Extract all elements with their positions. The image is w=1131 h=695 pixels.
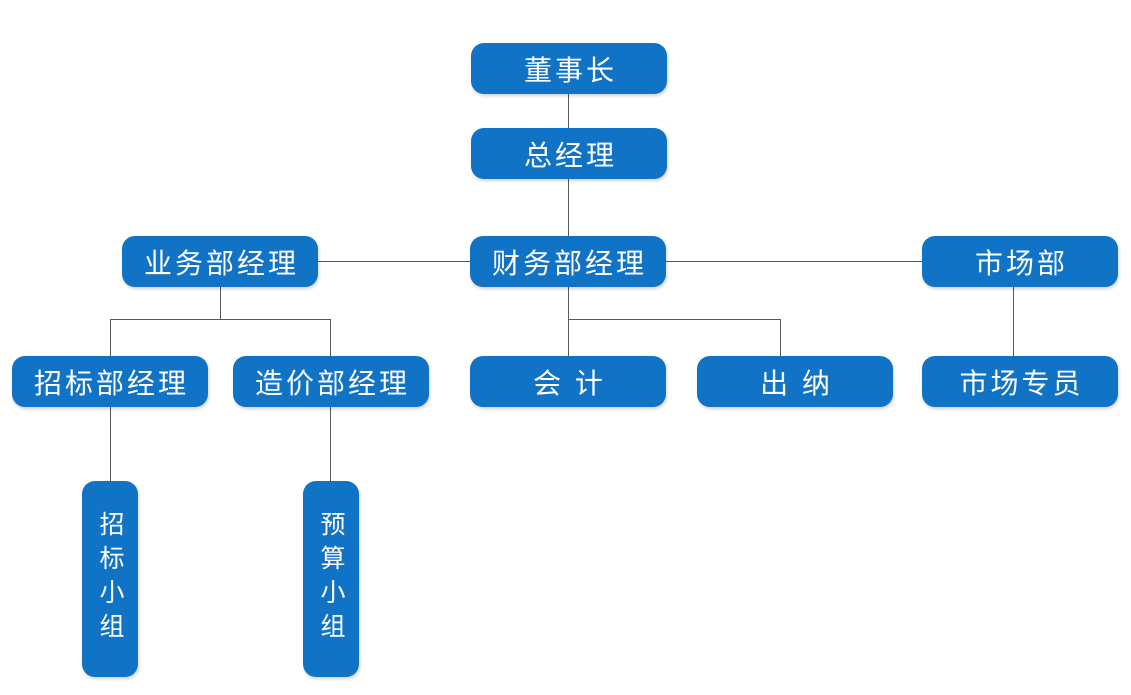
- connector-bidding-manager-team: [110, 407, 111, 481]
- connector-finance-accountant: [568, 287, 569, 356]
- connector-to-cashier: [780, 319, 781, 356]
- connector-general-manager-finance: [568, 179, 569, 236]
- connector-business-branch: [110, 319, 330, 320]
- node-budget-team: 预算小组: [303, 481, 359, 677]
- node-finance-dept-manager: 财务部经理: [470, 236, 666, 287]
- node-business-dept-manager: 业务部经理: [122, 236, 318, 287]
- node-marketing-dept: 市场部: [922, 236, 1118, 287]
- node-cost-dept-manager: 造价部经理: [233, 356, 429, 407]
- node-accountant: 会 计: [470, 356, 666, 407]
- connector-to-bidding-manager: [110, 319, 111, 356]
- node-cashier: 出 纳: [697, 356, 893, 407]
- connector-finance-branch: [568, 319, 780, 320]
- node-general-manager: 总经理: [471, 128, 667, 179]
- node-bidding-team: 招标小组: [82, 481, 138, 677]
- connector-business-drop: [220, 287, 221, 319]
- node-bidding-dept-manager: 招标部经理: [12, 356, 208, 407]
- connector-to-cost-manager: [330, 319, 331, 356]
- connector-chairman-general-manager: [568, 93, 569, 128]
- node-chairman: 董事长: [471, 43, 667, 94]
- connector-business-finance: [318, 261, 470, 262]
- node-marketing-specialist: 市场专员: [922, 356, 1118, 407]
- connector-cost-manager-team: [330, 407, 331, 481]
- connector-marketing-specialist: [1013, 287, 1014, 356]
- connector-finance-marketing: [666, 261, 922, 262]
